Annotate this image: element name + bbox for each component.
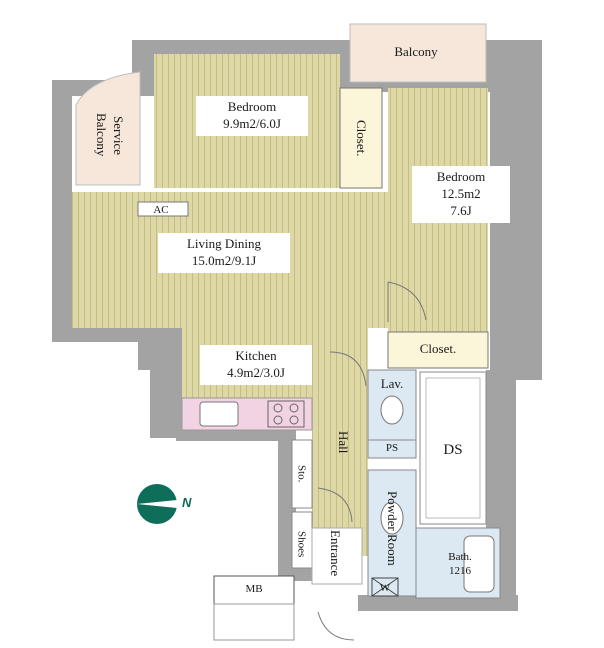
closet-1-label: Closet. — [353, 119, 369, 157]
ds-area — [419, 371, 487, 525]
ac-label: AC — [153, 204, 169, 216]
bedroom-1-area: 9.9m2/6.0J — [223, 115, 281, 131]
living-dining-label: Living Dining 15.0m2/9.1J — [158, 233, 290, 273]
entrance-label: Entrance — [327, 529, 343, 577]
bedroom-2-name: Bedroom — [436, 169, 486, 184]
bedroom-2-area: 12.5m2 — [441, 185, 481, 201]
kitchen-label: Kitchen 4.9m2/3.0J — [200, 345, 312, 385]
bath-name: Bath. — [448, 551, 472, 563]
storage-label: Sto. — [295, 465, 308, 483]
kitchen-name: Kitchen — [235, 348, 277, 363]
ps-label: PS — [385, 442, 399, 454]
meter-box — [213, 575, 295, 605]
storage-area — [291, 439, 313, 509]
closet-2-label: Closet. — [419, 341, 457, 356]
balcony-label: Balcony — [394, 44, 438, 59]
service-balcony-label: Service Balcony — [93, 113, 126, 157]
bedroom-2-label: Bedroom 12.5m2 7.6J — [412, 166, 510, 223]
balcony-area — [349, 23, 487, 83]
living-dining-area: 15.0m2/9.1J — [191, 252, 257, 268]
shoes-label: Shoes — [295, 530, 308, 558]
bedroom-1-label: Bedroom 9.9m2/6.0J — [196, 96, 308, 136]
hall-label: Hall — [335, 430, 351, 454]
washer-icon — [371, 577, 399, 597]
bedroom-2-jo: 7.6J — [450, 202, 472, 218]
washbasin-icon — [380, 395, 404, 425]
closet-2-area — [387, 331, 489, 369]
ac-unit — [137, 201, 189, 217]
powder-room-label: Powder Room — [384, 490, 400, 566]
entrance-area — [311, 527, 363, 585]
kitchen-area: 4.9m2/3.0J — [227, 364, 285, 380]
bath-label: Bath. 1216 — [440, 550, 480, 579]
wet-rooms — [367, 369, 501, 599]
door-swings — [229, 281, 427, 641]
meter-box-label: MB — [245, 583, 263, 595]
washer-label: W — [379, 582, 391, 594]
bath-size: 1216 — [449, 565, 471, 578]
stove-icon — [267, 400, 305, 428]
lav-label: Lav. — [380, 376, 404, 391]
bedroom-1-name: Bedroom — [227, 99, 277, 114]
compass-north-label: N — [182, 495, 192, 510]
living-dining-name: Living Dining — [186, 236, 262, 251]
bathtub-icon — [463, 535, 495, 593]
sink-icon — [199, 401, 239, 427]
ds-label: DS — [443, 442, 463, 458]
compass-icon — [137, 484, 177, 524]
service-balcony-area — [75, 71, 141, 186]
closet-1-area — [339, 87, 383, 189]
toilet-icon — [380, 501, 404, 535]
